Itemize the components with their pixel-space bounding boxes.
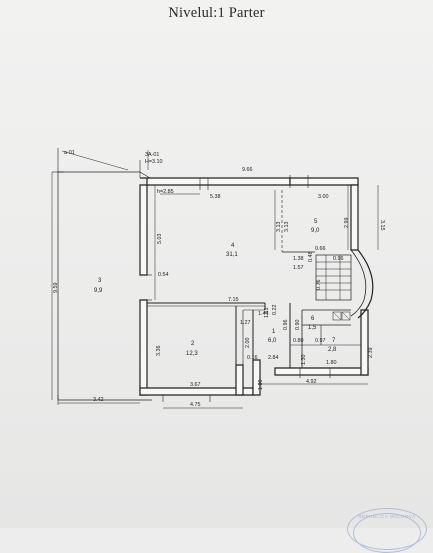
stamp-text: REPUBLICA MOLDOVA <box>358 514 416 519</box>
overall-width: 9.66 <box>242 167 253 173</box>
dim-022: 0.22 <box>272 305 278 316</box>
dim-299: 2.99 <box>344 218 350 229</box>
floor-plan: a-01 3A-01 H=3.10 h=2.85 9.66 5.38 3.00 … <box>51 148 385 409</box>
dim-151: 1.51 <box>264 308 270 319</box>
dim-503: 5.03 <box>157 234 163 245</box>
dim-054: 0.54 <box>158 272 169 278</box>
dim-090: 0.90 <box>295 320 301 331</box>
room-7-area: 2,8 <box>328 347 337 353</box>
dim-200: 2.00 <box>245 338 251 349</box>
room-3-number: 3 <box>98 278 102 284</box>
right-depth: 3.15 <box>379 220 385 231</box>
official-stamp: REPUBLICA MOLDOVA <box>347 508 427 553</box>
dim-538: 5.38 <box>210 194 221 200</box>
dim-313a: 3.13 <box>276 222 282 233</box>
room-6-number: 6 <box>311 316 315 322</box>
dim-130: 1.30 <box>301 355 307 366</box>
dim-066: 0.66 <box>315 246 326 252</box>
height-mark: H=3.10 <box>145 159 163 165</box>
room-5-area: 9,0 <box>311 228 320 234</box>
dim-144: 1.44 <box>258 311 269 317</box>
dim-715: 7.15 <box>228 297 239 303</box>
stamp-inner-ring <box>353 513 421 553</box>
room-2-area: 12,3 <box>186 351 198 357</box>
axis-label: a-01 <box>64 150 75 156</box>
room3-boundary <box>57 172 152 401</box>
dim-367: 3.67 <box>190 382 201 388</box>
room-5-number: 5 <box>314 219 318 225</box>
dim-239: 2.39 <box>368 348 374 359</box>
overall-height: 9.59 <box>53 283 59 294</box>
dim-096b: 0.96 <box>283 320 289 331</box>
room-3-area: 9,9 <box>94 288 103 294</box>
inner-height: h=2.85 <box>157 189 174 195</box>
stair-code: 3A-01 <box>145 152 159 158</box>
dim-016: 0.16 <box>247 355 258 361</box>
dim-300: 3.00 <box>318 194 329 200</box>
dim-313b: 3.13 <box>284 222 290 233</box>
room-2-number: 2 <box>191 341 195 347</box>
dim-100: 1.00 <box>258 380 264 391</box>
dim-180: 1.80 <box>326 360 337 366</box>
dim-080: 0.80 <box>293 338 304 344</box>
dim-048: 0.48 <box>308 252 314 263</box>
page-title: Nivelul:1 Parter <box>168 5 265 21</box>
dim-097: 0.97 <box>315 338 326 344</box>
left-offset: 3.42 <box>93 397 104 403</box>
dim-076: 0.76 <box>316 280 322 291</box>
dim-284: 2.84 <box>268 355 279 361</box>
room-4-area: 31,1 <box>226 252 238 258</box>
room-1-number: 1 <box>272 329 276 335</box>
bottom-width: 4.75 <box>190 402 201 408</box>
room-1-area: 6,0 <box>268 338 277 344</box>
dim-138: 1.38 <box>293 256 304 262</box>
room-4-number: 4 <box>231 243 235 249</box>
dim-096: 0.96 <box>333 256 344 262</box>
room-7-number: 7 <box>332 338 336 344</box>
paper-sheet <box>0 0 433 528</box>
dim-157: 1.57 <box>293 265 304 271</box>
bottom-extension: 4.92 <box>306 379 317 385</box>
room-6-area: 1,5 <box>308 325 317 331</box>
dim-336: 3.36 <box>156 346 162 357</box>
dim-127: 1.27 <box>240 320 251 326</box>
